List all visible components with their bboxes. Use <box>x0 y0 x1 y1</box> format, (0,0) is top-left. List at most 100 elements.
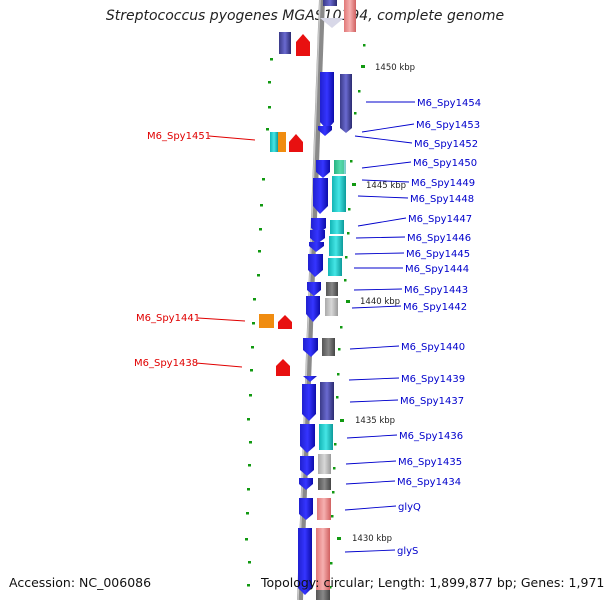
gene-label-m6-spy1440: M6_Spy1440 <box>401 342 465 353</box>
scale-tick <box>246 512 249 515</box>
right-gene-labels: M6_Spy1454M6_Spy1453M6_Spy1452M6_Spy1450… <box>397 98 481 557</box>
gene-feature <box>344 0 356 32</box>
scale-tick <box>333 467 336 470</box>
gene-spy1445 <box>309 242 324 252</box>
gene-spy1440 <box>303 338 318 357</box>
scale-tick <box>248 464 251 467</box>
label-leader-line <box>361 161 412 169</box>
scale-tick <box>250 369 253 372</box>
scale-tick <box>268 81 271 84</box>
scale-tick <box>340 326 343 329</box>
gene-feature <box>317 498 331 520</box>
gene-spy1434 <box>299 478 313 490</box>
function-genes <box>316 74 352 600</box>
gene-label-m6-spy1438: M6_Spy1438 <box>134 358 198 369</box>
gene-feature <box>278 315 292 329</box>
scale-tick <box>247 488 250 491</box>
label-leader-line <box>345 460 397 465</box>
gene-label-m6-spy1449: M6_Spy1449 <box>411 178 475 189</box>
gene-spy1454 <box>320 72 334 130</box>
gene-spy1449 <box>313 178 328 214</box>
gene-feature <box>332 176 346 212</box>
scale-tick <box>245 538 248 541</box>
gene-label-m6-spy1442: M6_Spy1442 <box>403 302 467 313</box>
label-leader-line <box>348 377 400 381</box>
scale-tick <box>258 250 261 253</box>
scale-label: 1430 kbp <box>352 534 392 544</box>
scale-tick <box>249 394 252 397</box>
gene-label-m6-spy1451: M6_Spy1451 <box>147 131 211 142</box>
gene-spy1439 <box>303 376 317 382</box>
scale-tick <box>329 586 332 589</box>
gene-spy1435 <box>300 456 314 476</box>
scale-tick <box>268 106 271 109</box>
label-connectors <box>195 101 415 553</box>
gene-label-m6-spy1448: M6_Spy1448 <box>410 194 474 205</box>
label-leader-line <box>357 195 409 199</box>
label-leader-line <box>361 179 410 183</box>
scale-tick <box>332 491 335 494</box>
label-leader-line <box>344 505 397 511</box>
scale-tick <box>270 58 273 61</box>
scale-labels: 1450 kbp 1445 kbp 1440 kbp 1435 kbp 1430… <box>352 63 415 544</box>
gene-label-m6-spy1444: M6_Spy1444 <box>405 264 469 275</box>
gene-feature <box>328 258 342 276</box>
label-leader-line <box>353 288 403 291</box>
scale-tick <box>334 443 337 446</box>
gene-label-glyq: glyQ <box>398 502 421 513</box>
scale-label-ticks <box>337 65 365 540</box>
scale-tick <box>347 232 350 235</box>
gene-spy1444 <box>308 254 323 277</box>
accession-text: Accession: NC_006086 <box>9 575 152 590</box>
label-leader-line <box>197 317 246 322</box>
scale-tick <box>344 279 347 282</box>
gene-feature <box>319 424 333 450</box>
gene-label-m6-spy1434: M6_Spy1434 <box>397 477 461 488</box>
scale-tick <box>337 373 340 376</box>
scale-tick <box>330 562 333 565</box>
gene-feature <box>326 282 338 296</box>
scale-tick <box>358 90 361 93</box>
forward-genes <box>298 72 334 595</box>
gene-label-glys: glyS <box>397 546 418 557</box>
scale-tick <box>348 208 351 211</box>
gene-feature <box>289 134 303 152</box>
scale-tick <box>251 346 254 349</box>
scale-tick <box>247 584 250 587</box>
scale-tick <box>345 256 348 259</box>
gene-label-m6-spy1441: M6_Spy1441 <box>136 313 200 324</box>
scale-tick <box>336 396 339 399</box>
gene-feature <box>329 236 343 256</box>
scale-tick <box>331 515 334 518</box>
scale-tick <box>247 418 250 421</box>
gene-label-m6-spy1436: M6_Spy1436 <box>399 431 463 442</box>
gene-glyq <box>299 498 313 520</box>
gene-feature <box>316 528 330 600</box>
scale-tick <box>248 561 251 564</box>
gene-label-m6-spy1437: M6_Spy1437 <box>400 396 464 407</box>
label-leader-line <box>349 399 399 403</box>
gene-glys <box>298 528 312 595</box>
gene-label-m6-spy1443: M6_Spy1443 <box>404 285 468 296</box>
genome-summary-text: Topology: circular; Length: 1,899,877 bp… <box>261 575 605 590</box>
gene-spy1446 <box>310 230 325 244</box>
gene-feature <box>318 454 331 474</box>
gene-feature <box>318 478 331 490</box>
scale-ticks <box>245 44 366 589</box>
gene-spy1438 <box>276 359 290 376</box>
gene-label-m6-spy1446: M6_Spy1446 <box>407 233 471 244</box>
scale-tick <box>338 348 341 351</box>
gene-feature <box>323 0 337 6</box>
label-leader-line <box>357 217 407 227</box>
reverse-genes <box>259 132 303 376</box>
gene-feature <box>330 220 344 234</box>
label-leader-line <box>346 434 398 439</box>
label-leader-line <box>208 135 256 141</box>
gene-label-m6-spy1454: M6_Spy1454 <box>417 98 481 109</box>
gene-label-m6-spy1453: M6_Spy1453 <box>416 120 480 131</box>
scale-label: 1435 kbp <box>355 416 395 426</box>
scale-tick <box>253 298 256 301</box>
scale-label: 1445 kbp <box>366 181 406 191</box>
